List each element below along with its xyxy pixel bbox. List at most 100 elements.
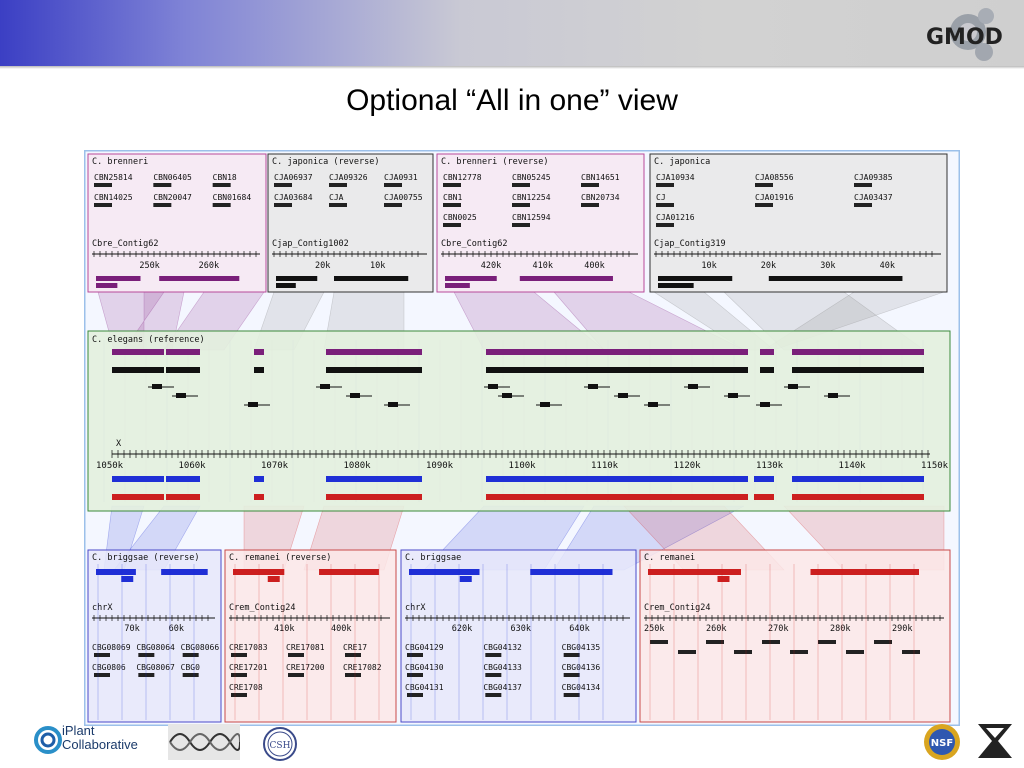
gene-glyph: [94, 673, 110, 677]
gene-exon: [788, 384, 798, 389]
gene-label: CBG0806: [92, 663, 126, 672]
gene-glyph: [345, 673, 361, 677]
gene-label: CBN25814: [94, 173, 133, 182]
reference-ruler-label: 1150k: [921, 461, 949, 471]
gene-label: CBG04132: [483, 643, 522, 652]
syntenic-block: [276, 283, 296, 288]
ruler-label: 420k: [481, 261, 501, 271]
gene-glyph: [762, 640, 780, 644]
gene-glyph: [329, 203, 347, 207]
reference-block-black: [326, 367, 422, 373]
nsf-logo: NSF: [924, 724, 960, 760]
reference-block-red: [792, 494, 924, 500]
gene-label: CRE17083: [229, 643, 268, 652]
panel-title: C. briggsae (reverse): [92, 553, 199, 563]
gene-glyph: [678, 650, 696, 654]
gene-glyph: [874, 640, 892, 644]
reference-block-red: [112, 494, 164, 500]
species-panel-bottom: [87, 549, 222, 723]
ruler-label: 400k: [331, 624, 351, 634]
gene-label: CRE1708: [229, 683, 263, 692]
reference-ruler-label: 1130k: [756, 461, 784, 471]
gmod-logo-text: GMOD: [926, 25, 1003, 50]
reference-ruler-label: 1050k: [96, 461, 124, 471]
species-panel-top: [267, 153, 434, 293]
gene-glyph: [231, 673, 247, 677]
gene-glyph: [656, 223, 674, 227]
reference-block-purple: [486, 349, 748, 355]
gene-glyph: [846, 650, 864, 654]
slide-header-bar: [0, 0, 1024, 66]
syntenic-block: [96, 283, 118, 288]
gene-label: CRE17081: [286, 643, 325, 652]
gene-glyph: [384, 203, 402, 207]
ruler-label: 10k: [370, 261, 385, 271]
reference-block-purple: [254, 349, 264, 355]
iplant-line1: iPlant: [62, 723, 95, 738]
gene-label: CJA09326: [329, 173, 368, 182]
gene-glyph: [153, 183, 172, 187]
ruler-label: 40k: [880, 261, 895, 271]
reference-ruler-label: 1080k: [344, 461, 372, 471]
syntenic-block: [409, 569, 480, 575]
ruler-label: 20k: [761, 261, 776, 271]
header-shadow: [0, 66, 1024, 69]
reference-title: C. elegans (reference): [92, 335, 205, 345]
syntenic-block: [161, 569, 208, 575]
reference-block-purple: [760, 349, 774, 355]
gene-label: CBN18: [213, 173, 237, 182]
ruler-label: 410k: [533, 261, 553, 271]
syntenic-block: [159, 276, 240, 281]
gene-exon: [488, 384, 498, 389]
reference-ruler-label: 1070k: [261, 461, 289, 471]
gene-glyph: [854, 183, 872, 187]
gene-glyph: [512, 223, 530, 227]
gene-label: CBG08067: [136, 663, 175, 672]
gene-label: CBN1: [443, 193, 462, 202]
contig-label: Cjap_Contig1002: [272, 239, 349, 249]
contig-label: Cbre_Contig62: [92, 239, 159, 249]
gene-exon: [588, 384, 598, 389]
syntenic-block: [334, 276, 409, 281]
gene-glyph: [650, 640, 668, 644]
ruler-label: 260k: [199, 261, 219, 271]
panel-title: C. remanei: [644, 553, 695, 563]
ruler-label: 250k: [644, 624, 664, 634]
gene-glyph: [443, 223, 461, 227]
reference-block-black: [792, 367, 924, 373]
iplant-logo-icon: [34, 726, 62, 754]
reference-block-blue: [754, 476, 774, 482]
panel-title: C. japonica: [654, 157, 710, 167]
dna-helix-logo: [168, 724, 240, 760]
gene-exon: [248, 402, 258, 407]
gene-glyph: [734, 650, 752, 654]
gene-glyph: [563, 653, 580, 657]
reference-block-purple: [792, 349, 924, 355]
ruler-label: 270k: [768, 624, 788, 634]
ruler-label: 70k: [124, 624, 139, 634]
syntenic-block: [96, 276, 141, 281]
syntenic-block: [717, 576, 730, 582]
gene-glyph: [485, 673, 502, 677]
gene-label: CBG04131: [405, 683, 444, 692]
gene-label: CJA03684: [274, 193, 313, 202]
gene-label: CRE17200: [286, 663, 325, 672]
gene-glyph: [854, 203, 872, 207]
syntenic-block: [519, 276, 613, 281]
gene-glyph: [274, 183, 292, 187]
gene-glyph: [212, 203, 231, 207]
reference-ruler-label: 1100k: [509, 461, 537, 471]
gene-glyph: [818, 640, 836, 644]
gene-label: CRE17082: [343, 663, 382, 672]
panel-title: C. remanei (reverse): [229, 553, 331, 563]
gene-glyph: [94, 653, 110, 657]
gene-glyph: [153, 203, 172, 207]
gene-glyph: [512, 203, 530, 207]
gene-exon: [320, 384, 330, 389]
gene-glyph: [563, 693, 580, 697]
syntenic-block: [530, 569, 613, 575]
slide-title: Optional “All in one” view: [346, 84, 678, 117]
ruler-label: 10k: [701, 261, 716, 271]
